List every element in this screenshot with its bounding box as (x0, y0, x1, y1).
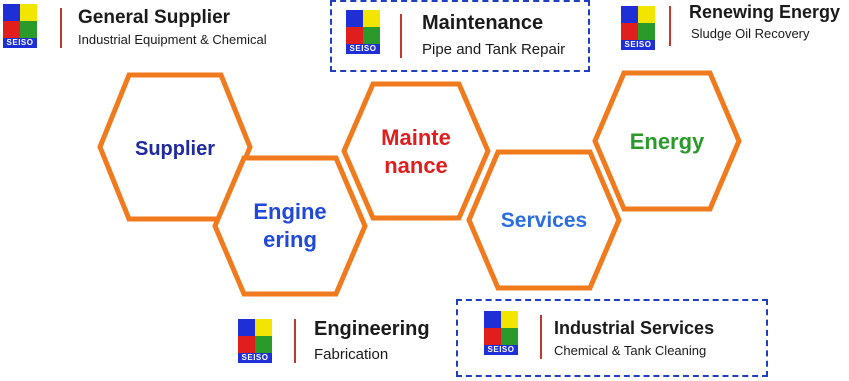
hexagon-engineering-line2: ering (263, 226, 317, 252)
card-general-supplier: SEISO General Supplier Industrial Equipm… (0, 0, 320, 60)
hexagon-services-label: Services (494, 208, 594, 234)
card-renewing-energy-title: Renewing Energy (689, 2, 841, 22)
card-industrial-services-subtitle: Chemical & Tank Cleaning (554, 343, 707, 358)
card-general-supplier-title: General Supplier (78, 7, 231, 28)
hexagon-energy-line1: Energy (629, 129, 705, 154)
card-maintenance-title: Maintenance (422, 12, 544, 34)
card-industrial-services: SEISO Industrial Services Chemical & Tan… (456, 299, 768, 377)
seiso-logo-text: SEISO (484, 345, 518, 355)
seiso-logo-text: SEISO (346, 44, 380, 54)
card-engineering-title: Engineering (314, 318, 430, 340)
hexagon-energy (592, 70, 742, 212)
card-maintenance-subtitle: Pipe and Tank Repair (422, 41, 566, 58)
seiso-logo-text: SEISO (621, 40, 655, 50)
seiso-logo: SEISO (484, 311, 518, 355)
hexagon-services-line1: Services (500, 209, 588, 232)
card-general-supplier-subtitle: Industrial Equipment & Chemical (78, 32, 267, 47)
hexagon-maintenance (341, 81, 491, 221)
card-engineering: SEISO Engineering Fabrication (232, 310, 452, 376)
hexagon-engineering-line1: Engine (253, 199, 327, 224)
hexagon-energy-label: Energy (617, 128, 717, 156)
seiso-logo-text: SEISO (3, 38, 37, 48)
hexagon-engineering (212, 155, 368, 297)
hexagon-services (466, 149, 622, 291)
hexagon-supplier-label: Supplier (125, 137, 225, 162)
hexagon-maintenance-label: Mainte nance (366, 124, 466, 179)
card-renewing-energy-subtitle: Sludge Oil Recovery (691, 26, 810, 41)
seiso-logo: SEISO (621, 6, 655, 50)
hexagon-maintenance-line2: nance (384, 152, 448, 178)
hexagon-maintenance-line1: Mainte (381, 125, 451, 150)
hexagon-engineering-label: Engine ering (240, 198, 340, 253)
card-industrial-services-title: Industrial Services (554, 318, 715, 338)
seiso-logo: SEISO (3, 4, 37, 48)
card-renewing-energy: SEISO Renewing Energy Sludge Oil Recover… (615, 0, 849, 60)
seiso-logo-text: SEISO (238, 353, 272, 363)
seiso-logo: SEISO (346, 10, 380, 54)
card-maintenance: SEISO Maintenance Pipe and Tank Repair (330, 0, 590, 72)
card-engineering-subtitle: Fabrication (314, 346, 389, 363)
seiso-logo: SEISO (238, 319, 272, 363)
hexagon-supplier-line1: Supplier (134, 138, 215, 160)
